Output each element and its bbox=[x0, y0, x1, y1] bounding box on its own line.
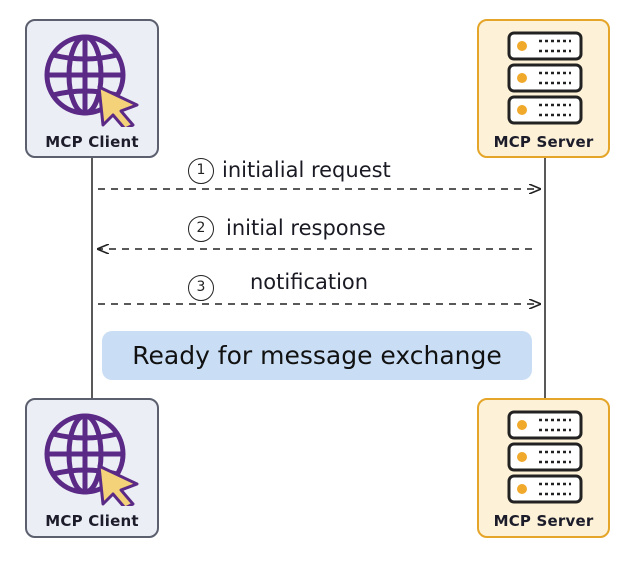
mcp-client-node-bottom: MCP Client bbox=[25, 398, 159, 538]
status-banner: Ready for message exchange bbox=[102, 331, 532, 380]
server-rack-icon bbox=[507, 410, 583, 504]
client-label: MCP Client bbox=[45, 133, 139, 151]
mcp-server-node-bottom: MCP Server bbox=[477, 398, 610, 538]
globe-cursor-icon bbox=[44, 413, 139, 506]
message-label-3: notification bbox=[250, 270, 369, 294]
server-label: MCP Server bbox=[493, 512, 594, 530]
step-badge-2: 2 bbox=[188, 216, 214, 242]
client-label: MCP Client bbox=[45, 512, 139, 530]
server-label: MCP Server bbox=[493, 133, 594, 151]
mcp-server-node-top: MCP Server bbox=[477, 19, 610, 158]
step-badge-1: 1 bbox=[188, 158, 214, 184]
message-label-1: initialial request bbox=[222, 158, 391, 182]
server-rack-icon bbox=[507, 31, 583, 125]
step-badge-3: 3 bbox=[188, 275, 214, 301]
mcp-client-node-top: MCP Client bbox=[25, 19, 159, 158]
globe-cursor-icon bbox=[44, 34, 139, 127]
message-label-2: initial response bbox=[226, 216, 386, 240]
